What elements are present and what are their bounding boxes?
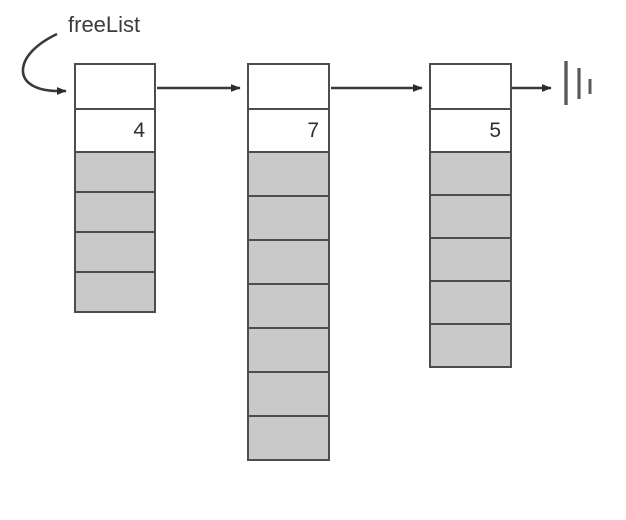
- block-free-cell: [429, 323, 512, 368]
- memory-block: 4: [74, 63, 156, 313]
- block-free-cell: [247, 239, 330, 285]
- block-free-cell: [429, 194, 512, 239]
- block-free-cell: [74, 191, 156, 233]
- block-header-pointer-cell: [429, 63, 512, 110]
- block-free-cell: [247, 415, 330, 461]
- block-free-cell: [74, 151, 156, 193]
- block-size-cell: 7: [247, 108, 330, 153]
- block-free-cell: [247, 283, 330, 329]
- free-list-label: freeList: [68, 12, 141, 37]
- block-size-cell: 5: [429, 108, 512, 153]
- block-free-cell: [429, 280, 512, 325]
- memory-block: 7: [247, 63, 330, 461]
- block-free-cell: [247, 195, 330, 241]
- block-header-pointer-cell: [74, 63, 156, 110]
- block-free-cell: [429, 151, 512, 196]
- block-size-cell: 4: [74, 108, 156, 153]
- memory-block: 5: [429, 63, 512, 368]
- block-free-cell: [247, 371, 330, 417]
- block-free-cell: [247, 327, 330, 373]
- block-free-cell: [74, 271, 156, 313]
- block-free-cell: [74, 231, 156, 273]
- block-free-cell: [247, 151, 330, 197]
- block-free-cell: [429, 237, 512, 282]
- block-header-pointer-cell: [247, 63, 330, 110]
- null-ground-symbol: [564, 61, 592, 105]
- free-list-pointer-arrow: [21, 32, 67, 95]
